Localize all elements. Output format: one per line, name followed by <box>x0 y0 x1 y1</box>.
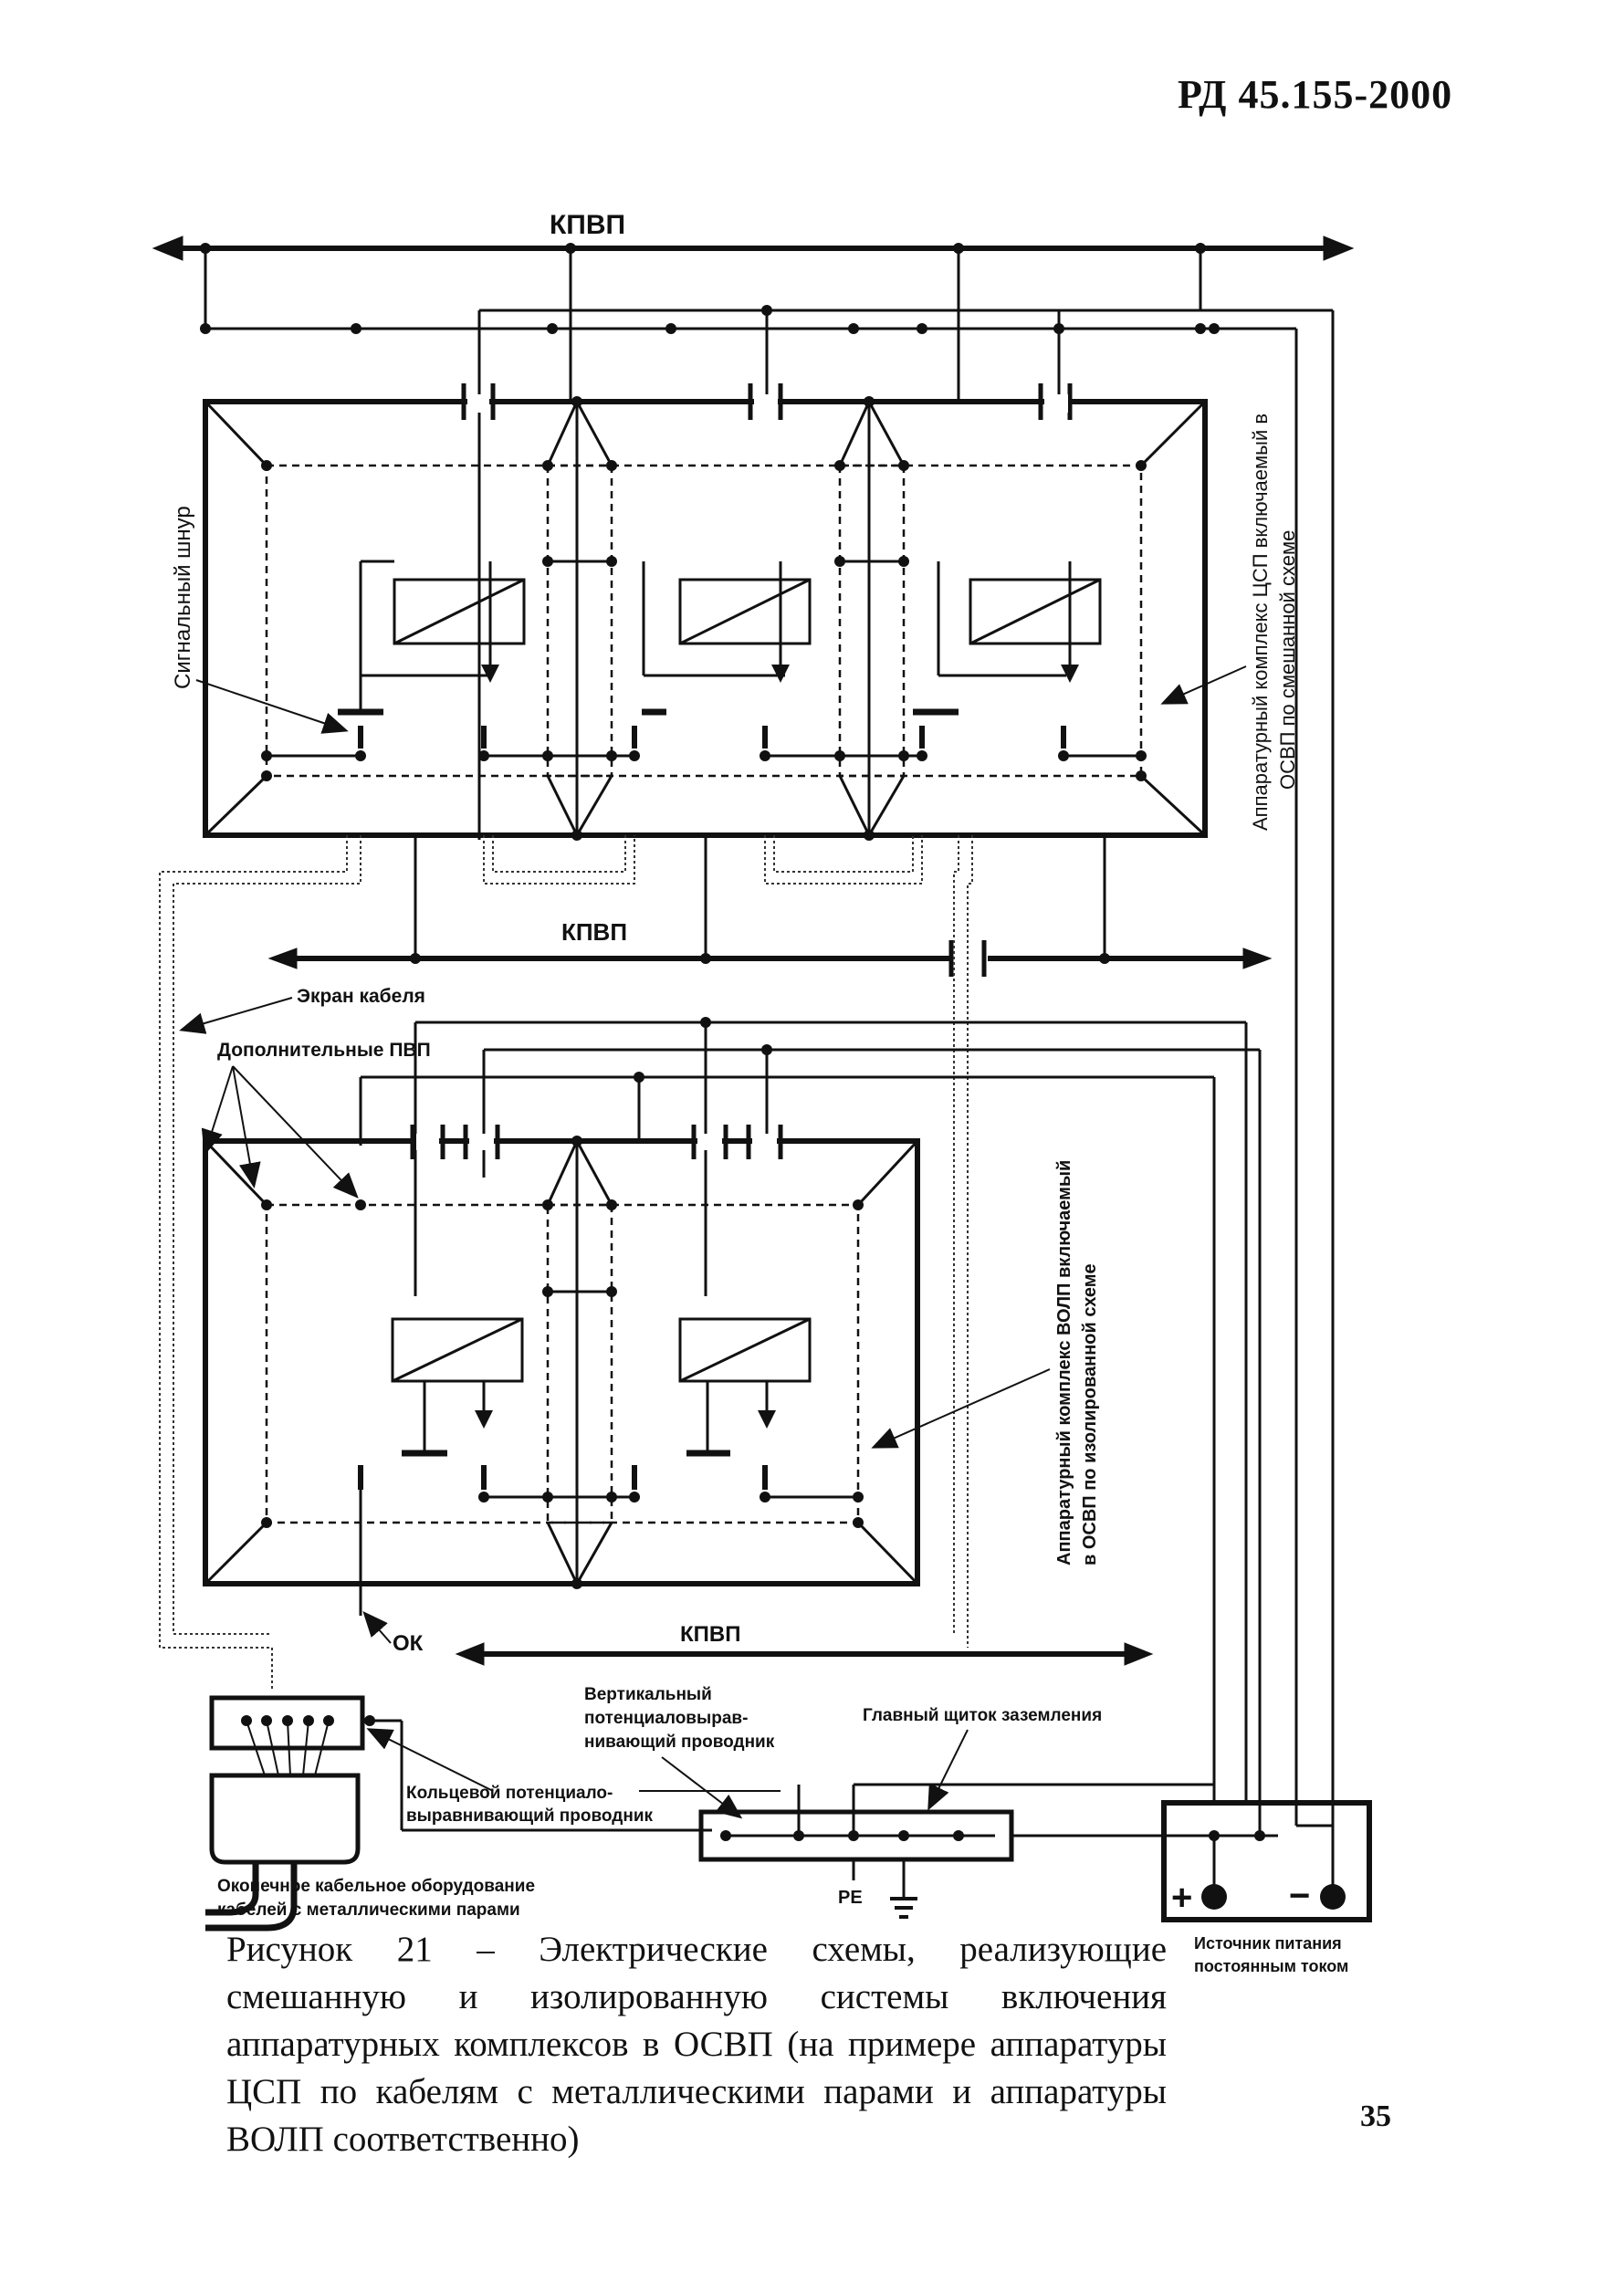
sockets-mixed <box>267 675 1141 758</box>
bus-taps-top <box>204 248 1335 1826</box>
plus-sign: + <box>1171 1878 1192 1918</box>
bus-dots-top <box>200 243 1220 334</box>
complex-mixed-label-2: ОСВП по смешанной схеме <box>1276 530 1299 790</box>
nodes-isolated <box>261 1017 864 1589</box>
gap-3 <box>1044 394 1068 413</box>
complex-isolated-frame <box>203 1125 920 1586</box>
figure-caption: Рисунок 21 – Электрические схемы, реализ… <box>226 1930 1167 2159</box>
equipment-units-mixed <box>359 560 1102 677</box>
lower-feed-wires <box>359 1021 1262 1803</box>
vertical-conductor-label-1: Вертикальный <box>584 1685 712 1704</box>
middle-dots <box>410 953 1110 964</box>
kpvp-bus-bottom <box>455 1642 1154 1666</box>
vertical-conductor-label-2: потенциаловырав- <box>584 1709 748 1728</box>
gap-5 <box>469 1134 494 1150</box>
terminal-equipment <box>205 1695 712 1932</box>
sockets-isolated <box>358 1465 858 1616</box>
complex-isolated-arrow <box>871 1368 1051 1449</box>
signal-cord-label: Сигнальный шнур <box>171 506 195 689</box>
terminal-label-2: кабелей с металлическими парами <box>217 1900 520 1920</box>
power-label-2: постоянным током <box>1194 1957 1348 1975</box>
ground-arrows-mixed <box>481 665 1079 683</box>
ground-arrows-isolated <box>475 1410 776 1429</box>
cable-screen-arrow <box>179 997 293 1034</box>
kpvp-top-label: КПВП <box>550 210 625 240</box>
ok-label: ОК <box>393 1631 424 1656</box>
ring-arrow <box>366 1728 494 1792</box>
gap-2 <box>754 394 778 413</box>
kpvp-bus-middle <box>267 940 1273 977</box>
gap-7 <box>752 1134 777 1150</box>
vertical-conductor-label-3: нивающий проводник <box>584 1733 775 1752</box>
gap-6 <box>697 1134 722 1150</box>
nodes-mixed <box>261 396 1147 841</box>
cable-screens <box>159 835 973 1689</box>
page-number: 35 <box>1360 2099 1391 2133</box>
extra-pvp-label: Дополнительные ПВП <box>217 1040 431 1061</box>
terminal-label-1: Оконечное кабельное оборудование <box>217 1877 535 1896</box>
gap-1 <box>467 394 489 413</box>
main-ground-panel-label: Главный щиток заземления <box>863 1706 1102 1725</box>
pe-label: PE <box>838 1888 863 1908</box>
kpvp-middle-label: КПВП <box>561 918 627 946</box>
complex-isolated-label-2: в ОСВП по изолированной схеме <box>1080 1263 1100 1565</box>
power-label-1: Источник питания <box>1194 1934 1342 1953</box>
extra-pvp-arrows <box>201 1065 359 1199</box>
doc-code: РД 45.155-2000 <box>1178 72 1453 117</box>
cable-screen-label: Экран кабеля <box>297 986 425 1007</box>
vertical-conductor-arrow <box>661 1756 743 1819</box>
kpvp-bottom-label: КПВП <box>680 1622 740 1647</box>
signal-cord-arrow <box>195 679 349 734</box>
complex-mixed-label-1: Аппаратурный комплекс ЦСП включаемый в <box>1249 414 1272 831</box>
middle-taps <box>414 835 1106 958</box>
inner-dashed-isolated <box>265 1203 860 1524</box>
inner-dashed-mixed <box>265 464 1143 778</box>
terminal-dots <box>241 1715 375 1726</box>
complex-mixed-frame <box>203 383 1208 838</box>
panel-dots <box>720 1830 964 1841</box>
equipment-units-isolated <box>391 1317 812 1457</box>
complex-mixed-arrow <box>1160 665 1247 705</box>
minus-sign: − <box>1289 1876 1310 1916</box>
main-ground-arrow <box>927 1729 969 1811</box>
kpvp-bus-top <box>152 236 1355 261</box>
ok-arrow <box>362 1610 392 1644</box>
v-connectors-isolated <box>546 1137 613 1587</box>
gap-4 <box>416 1134 439 1150</box>
power-terminals <box>1201 1830 1346 1910</box>
complex-isolated-label-1: Аппаратурный комплекс ВОЛП включаемый <box>1054 1160 1074 1565</box>
ring-conductor-label-1: Кольцевой потенциало- <box>406 1784 613 1803</box>
main-ground-panel <box>698 1783 1216 1919</box>
ring-conductor-label-2: выравнивающий проводник <box>406 1806 653 1826</box>
